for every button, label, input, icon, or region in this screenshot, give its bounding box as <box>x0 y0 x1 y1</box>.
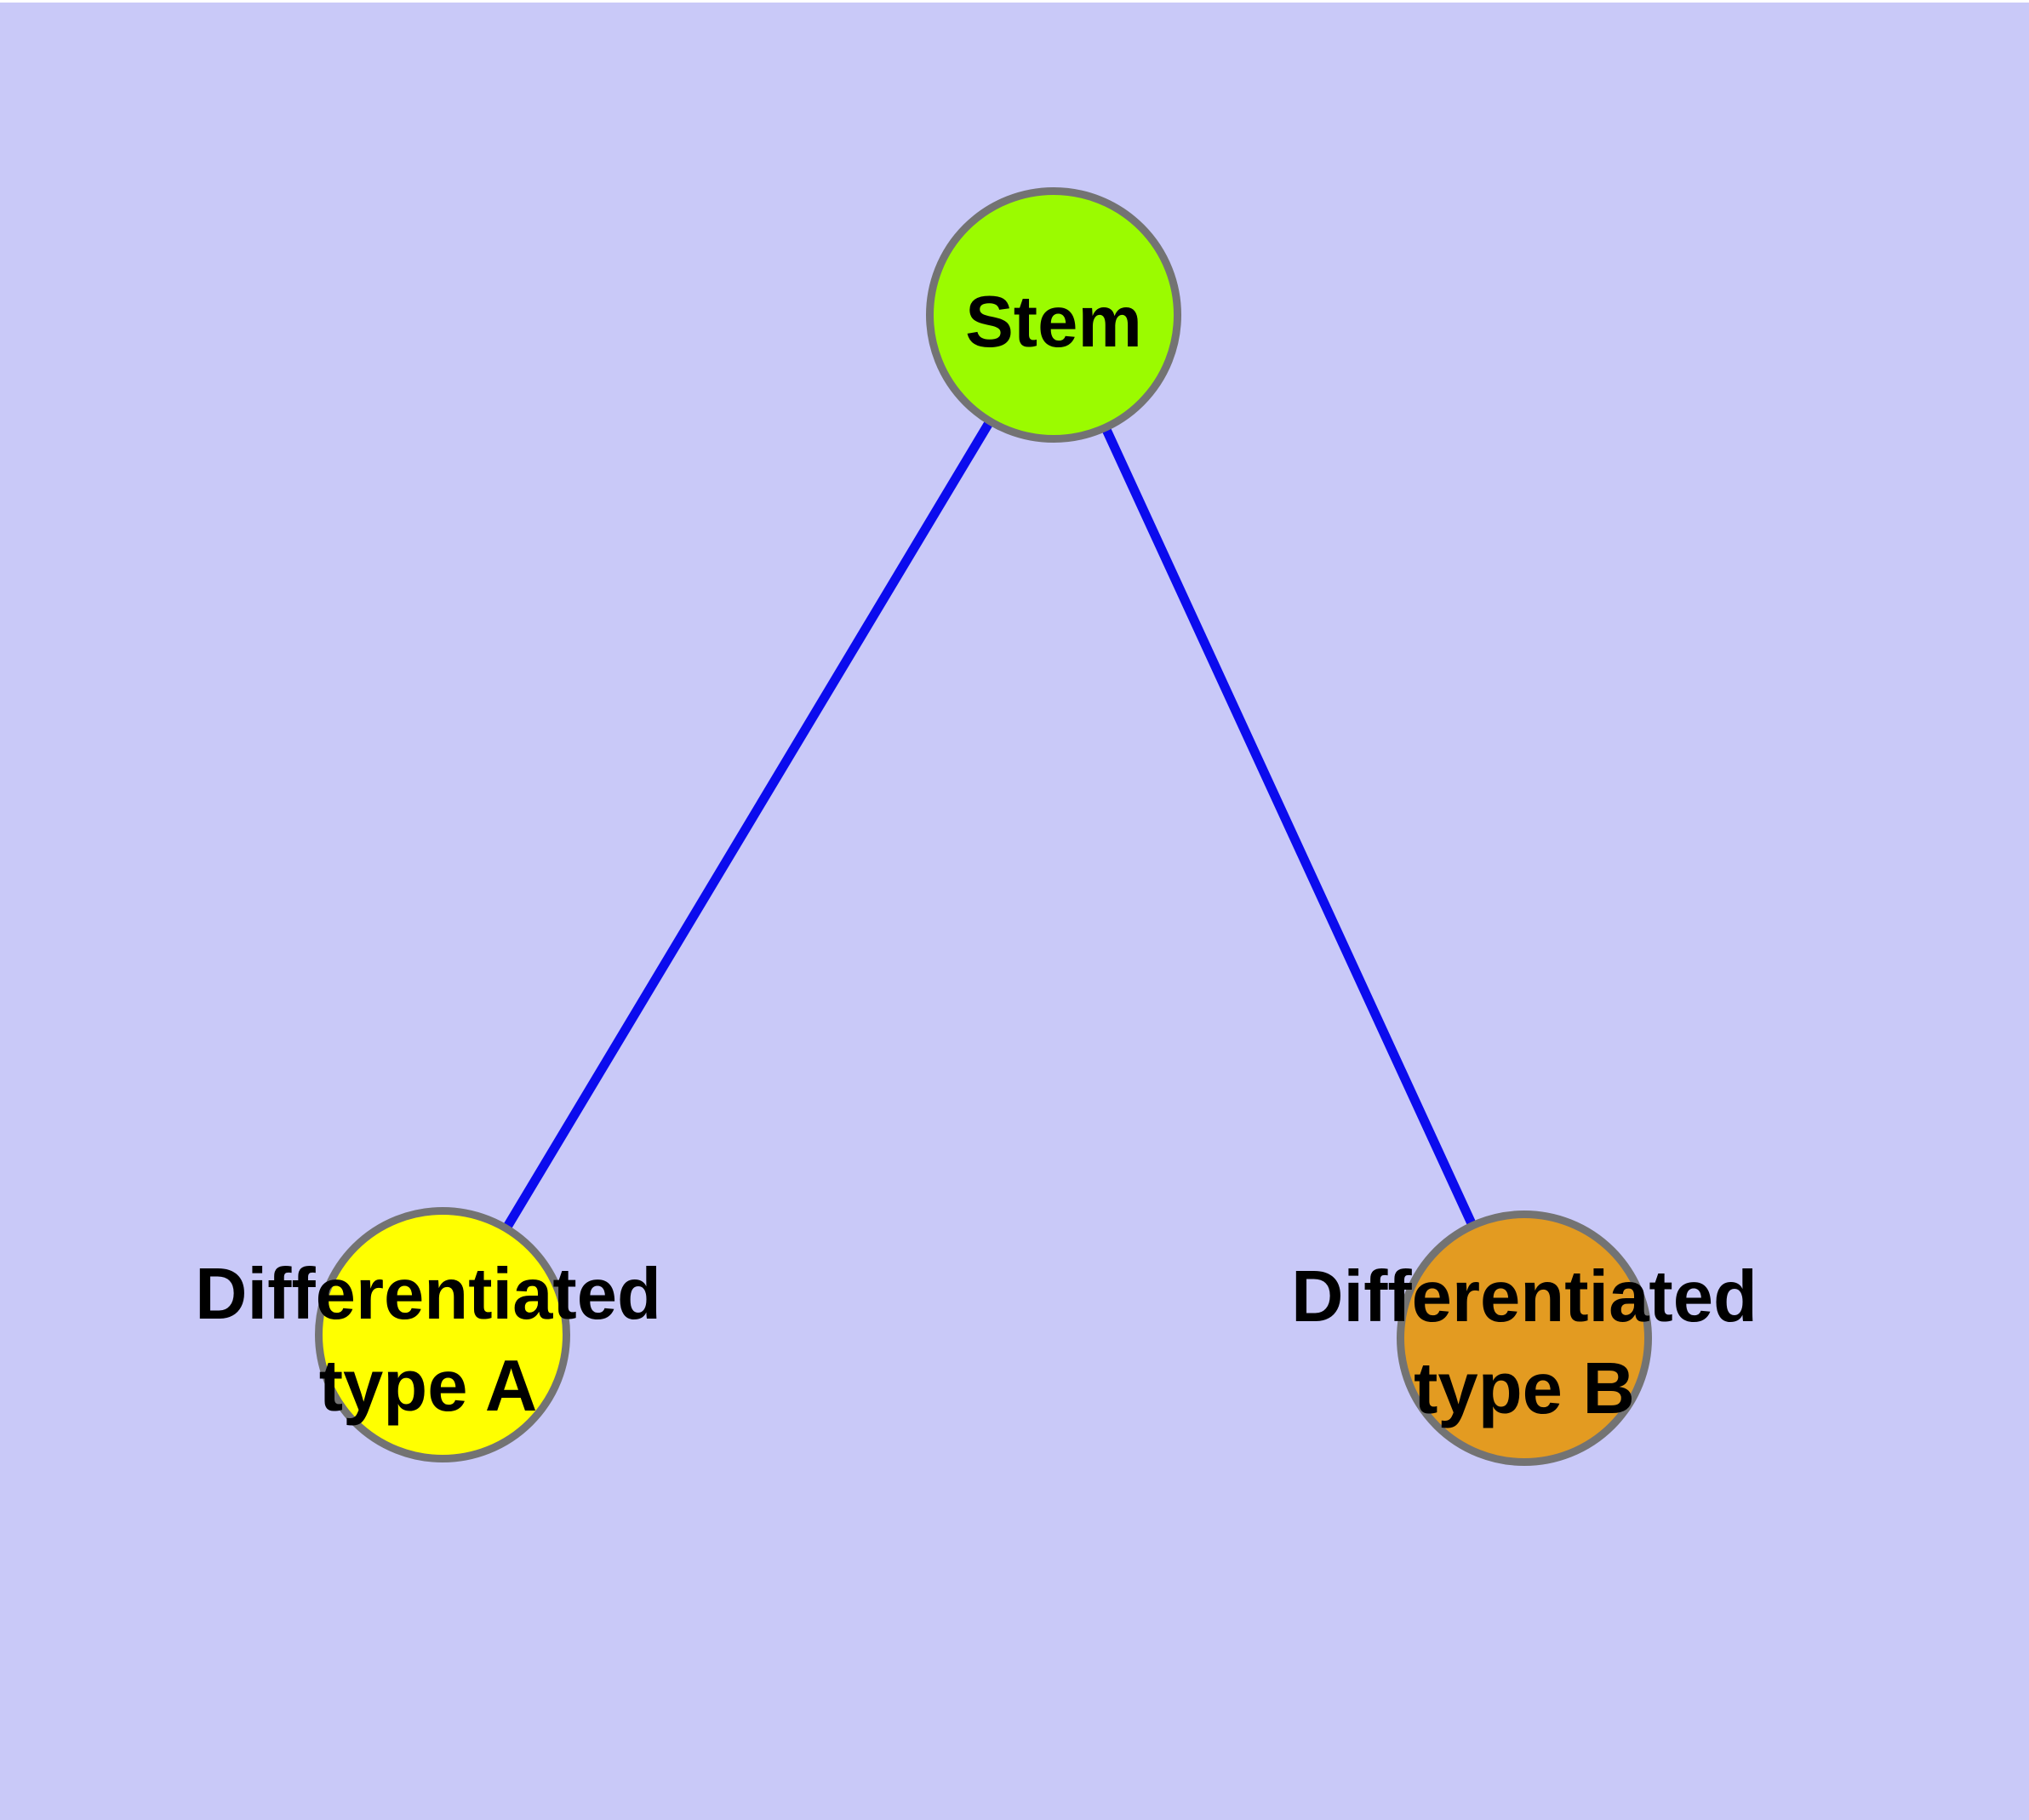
type-a-label-line1: Differentiated <box>195 1254 661 1335</box>
stem-node-label: Stem <box>965 282 1142 363</box>
node-differentiated-type-b <box>1397 1210 1652 1466</box>
node-differentiated-type-a <box>315 1207 570 1462</box>
type-b-label-line2: type B <box>1414 1348 1635 1429</box>
top-margin-strip <box>0 0 2029 3</box>
edge-stem-to-type-a <box>438 312 1058 1337</box>
edge-stem-to-type-b <box>1049 312 1529 1341</box>
type-b-label-line1: Differentiated <box>1291 1256 1758 1337</box>
node-stem <box>926 187 1181 443</box>
type-a-label-line2: type A <box>319 1346 538 1427</box>
